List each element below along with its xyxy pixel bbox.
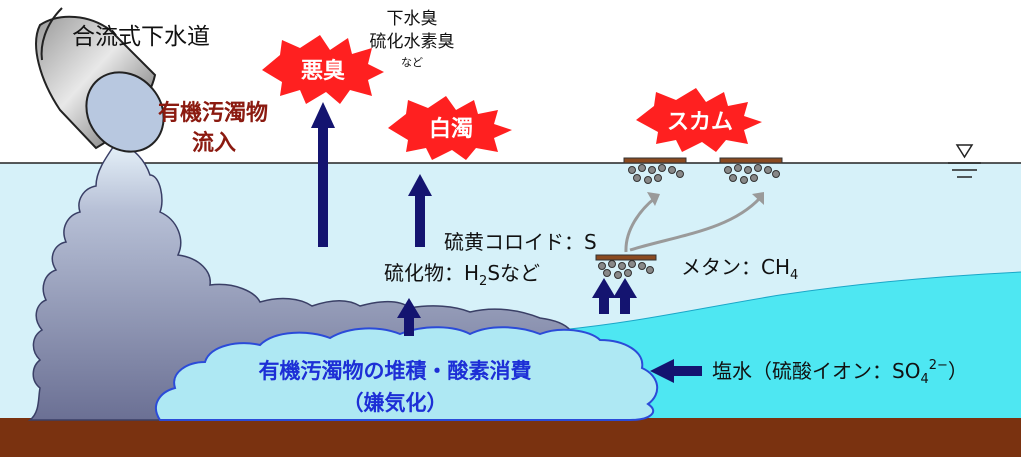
saltwater-label: 塩水（硫酸イオン：SO42−） bbox=[712, 358, 968, 387]
odor-up-arrow bbox=[311, 102, 335, 247]
pipe-icon bbox=[35, 7, 165, 153]
colloid-to-scum-arrow-1 bbox=[624, 196, 656, 253]
river-bed bbox=[0, 418, 1021, 457]
inflow-label-line-1: 有機汚濁物 bbox=[158, 100, 268, 126]
odor-burst-label: 悪臭 bbox=[301, 58, 345, 84]
turbidity-burst-label: 白濁 bbox=[429, 116, 473, 142]
saltwater-wedge bbox=[560, 272, 1021, 420]
colloid-patch bbox=[595, 254, 657, 279]
water-surface-symbol-icon bbox=[948, 144, 981, 178]
turbidity-burst bbox=[388, 96, 512, 160]
methane-label: メタン：CH4 bbox=[681, 255, 798, 283]
saltwater-left-arrow bbox=[650, 359, 702, 383]
inflow-label-line-2: 流入 bbox=[192, 130, 236, 156]
colloid-to-scum-arrow-2 bbox=[629, 196, 762, 252]
scum-burst bbox=[636, 88, 762, 152]
turbidity-up-arrow bbox=[408, 174, 432, 247]
sediment-label-line-1: 有機汚濁物の堆積・酸素消費 bbox=[259, 359, 532, 383]
sulfide-label: 硫化物：H2Sなど bbox=[384, 261, 540, 289]
odor-detail-line-3: など bbox=[401, 56, 423, 69]
odor-detail-line-2: 硫化水素臭 bbox=[370, 32, 455, 52]
sediment-label-line-2: （嫌気化） bbox=[343, 391, 448, 415]
sulfur-colloid-label: 硫黄コロイド：S bbox=[444, 230, 597, 254]
scum-patch-left bbox=[623, 157, 687, 184]
odor-burst bbox=[262, 35, 384, 104]
sediment-layer bbox=[155, 326, 658, 421]
sulfide-up-arrow bbox=[397, 298, 421, 336]
scum-patch-right bbox=[719, 157, 783, 184]
sewer-label: 合流式下水道 bbox=[72, 24, 210, 50]
odor-detail-line-1: 下水臭 bbox=[387, 9, 438, 29]
gas-bubble-icon bbox=[628, 164, 684, 184]
methane-up-arrows bbox=[592, 278, 637, 314]
scum-burst-label: スカム bbox=[667, 110, 733, 135]
